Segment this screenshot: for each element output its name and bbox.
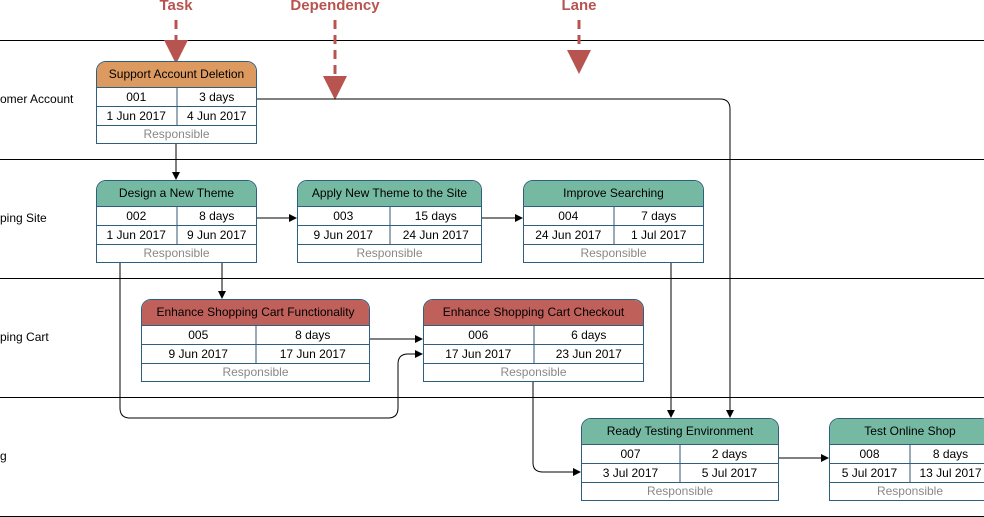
task-start: 1 Jun 2017: [97, 107, 178, 125]
task-duration: 7 days: [641, 209, 677, 223]
task-end: 9 Jun 2017: [187, 228, 247, 242]
task-004[interactable]: Improve Searching 004 7 days 24 Jun 2017 1…: [523, 180, 704, 263]
task-id: 001: [97, 88, 178, 106]
lane-label: ping Cart: [0, 330, 49, 344]
dependency-arrow: [256, 98, 734, 418]
task-duration: 8 days: [932, 447, 969, 461]
task-008[interactable]: Test Online Shop 008 8 days 5 Jul 2017 13 …: [829, 418, 984, 501]
task-responsible: Responsible: [646, 484, 714, 498]
lane-label: ping Site: [0, 211, 47, 225]
task-title: Enhance Shopping Cart Functionality: [142, 300, 369, 326]
task-start: 5 Jul 2017: [830, 464, 911, 482]
lane-divider: [0, 397, 984, 398]
task-responsible: Responsible: [580, 246, 647, 260]
task-start: 24 Jun 2017: [524, 226, 615, 244]
task-duration: 8 days: [199, 209, 235, 223]
task-duration: 6 days: [571, 328, 607, 342]
task-title: Support Account Deletion: [97, 62, 256, 88]
task-id: 004: [524, 207, 615, 225]
task-duration: 15 days: [414, 209, 457, 223]
lane-divider: [0, 159, 984, 160]
task-end: 17 Jun 2017: [279, 347, 346, 361]
task-id: 007: [582, 445, 681, 463]
task-007[interactable]: Ready Testing Environment 007 2 days 3 Ju…: [581, 418, 779, 501]
task-002[interactable]: Design a New Theme 002 8 days 1 Jun 2017 9…: [96, 180, 257, 263]
task-end: 13 Jul 2017: [919, 466, 982, 480]
task-responsible: Responsible: [222, 365, 289, 379]
task-title: Apply New Theme to the Site: [298, 181, 481, 207]
annotation-lane: Lane: [561, 0, 597, 14]
lane-divider: [0, 40, 984, 41]
lane-divider: [0, 278, 984, 279]
task-001[interactable]: Support Account Deletion 001 3 days 1 Jun…: [96, 61, 257, 144]
task-end: 24 Jun 2017: [402, 228, 469, 242]
task-duration: 8 days: [295, 328, 331, 342]
task-id: 005: [142, 326, 257, 344]
task-end: 23 Jun 2017: [555, 347, 622, 361]
task-003[interactable]: Apply New Theme to the Site 003 15 days 9…: [297, 180, 482, 263]
task-duration: 2 days: [711, 447, 748, 461]
task-006[interactable]: Enhance Shopping Cart Checkout 006 6 days…: [423, 299, 644, 382]
dependency-arrow: [119, 259, 423, 419]
task-responsible: Responsible: [876, 484, 944, 498]
task-start: 9 Jun 2017: [142, 345, 257, 363]
lane-label: g: [0, 449, 7, 463]
dependency-arrow: [532, 378, 581, 476]
task-end: 1 Jul 2017: [631, 228, 687, 242]
task-id: 002: [97, 207, 178, 225]
task-start: 1 Jun 2017: [97, 226, 178, 244]
annotation-dependency: Dependency: [290, 0, 380, 14]
task-start: 3 Jul 2017: [582, 464, 681, 482]
task-start: 9 Jun 2017: [298, 226, 391, 244]
task-id: 008: [830, 445, 911, 463]
task-id: 003: [298, 207, 391, 225]
lane-label: omer Account: [0, 92, 74, 106]
task-title: Ready Testing Environment: [582, 419, 778, 445]
task-responsible: Responsible: [143, 127, 210, 141]
task-005[interactable]: Enhance Shopping Cart Functionality 005 8…: [141, 299, 370, 382]
task-title: Improve Searching: [524, 181, 703, 207]
task-duration: 3 days: [199, 90, 235, 104]
task-end: 4 Jun 2017: [187, 109, 247, 123]
task-title: Enhance Shopping Cart Checkout: [424, 300, 643, 326]
task-end: 5 Jul 2017: [701, 466, 758, 480]
task-start: 17 Jun 2017: [424, 345, 535, 363]
task-responsible: Responsible: [356, 246, 423, 260]
task-title: Test Online Shop: [830, 419, 984, 445]
task-id: 006: [424, 326, 535, 344]
task-responsible: Responsible: [143, 246, 210, 260]
task-title: Design a New Theme: [97, 181, 256, 207]
annotation-task: Task: [159, 0, 193, 14]
task-responsible: Responsible: [500, 365, 567, 379]
